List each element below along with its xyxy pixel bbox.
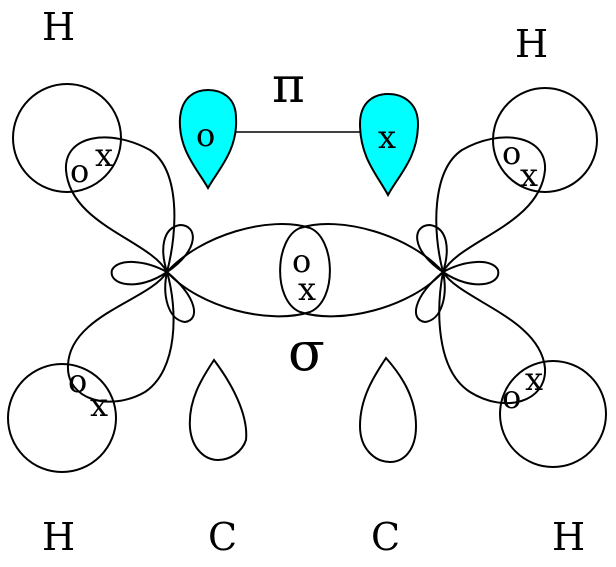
atom-label-h-bottom-right: H xyxy=(552,515,585,559)
pi-lobe-right xyxy=(358,92,420,198)
sp2-lobe-right-lower xyxy=(438,269,547,405)
electron-o-top-left: o xyxy=(70,152,89,190)
sp2-backlobe-right-top xyxy=(416,223,448,274)
electron-o-top-right: o xyxy=(502,134,521,172)
h-orbital-bottom-right xyxy=(499,360,607,468)
sp2-backlobe-right-back xyxy=(441,260,500,286)
pi-lower-lobe-left xyxy=(188,358,248,462)
h-orbital-top-right xyxy=(492,87,598,193)
sp2-lobe-left-upper xyxy=(64,136,176,275)
atom-label-h-bottom-left: H xyxy=(42,515,75,559)
electron-o-bottom-right: o xyxy=(502,378,521,416)
atom-label-c-left: C xyxy=(208,515,237,559)
electron-x-center: x xyxy=(298,270,316,308)
sigma-lobe-right xyxy=(279,223,445,318)
atom-label-h-top-right: H xyxy=(515,22,548,66)
sp2-backlobe-left-bottom xyxy=(164,270,195,324)
pi-bond-label: π xyxy=(272,56,305,114)
atom-label-h-top-left: H xyxy=(42,5,75,49)
electron-o-center: o xyxy=(292,242,311,280)
sp2-lobe-right-upper xyxy=(435,136,547,275)
electron-x-top-left: x xyxy=(95,136,113,174)
pi-electron-left: o xyxy=(196,116,215,154)
sp2-backlobe-left-back xyxy=(110,260,169,286)
h-orbital-top-left xyxy=(12,83,122,193)
electron-o-bottom-left: o xyxy=(68,362,87,400)
atom-label-c-right: C xyxy=(371,515,400,559)
pi-lower-lobe-right xyxy=(358,356,418,464)
sp2-backlobe-right-bottom xyxy=(415,270,446,324)
pi-electron-right: x xyxy=(378,118,396,156)
pi-lobe-left xyxy=(178,88,238,191)
electron-x-bottom-left: x xyxy=(90,386,108,424)
h-orbital-bottom-left xyxy=(7,363,117,473)
sigma-bond-label: σ xyxy=(288,320,325,383)
sp2-backlobe-left-top xyxy=(162,223,194,274)
electron-x-top-right: x xyxy=(520,156,538,194)
electron-x-bottom-right: x xyxy=(525,360,543,398)
sigma-lobe-left xyxy=(165,223,331,318)
sp2-lobe-left-lower xyxy=(66,269,175,403)
